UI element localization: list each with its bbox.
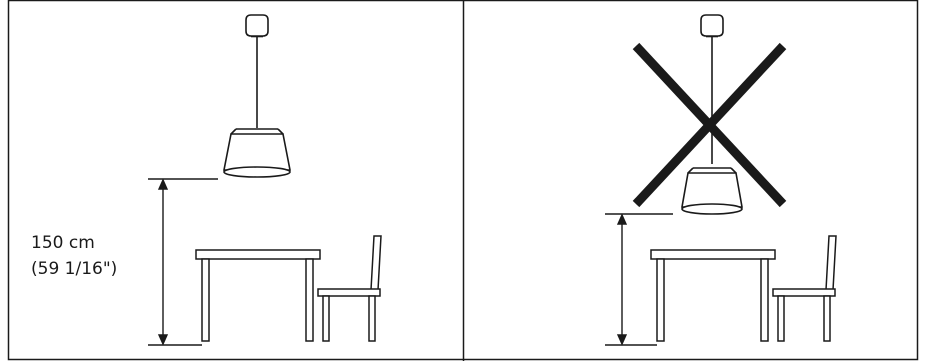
pendant-lamp: [223, 14, 291, 178]
chair-leg-left: [322, 295, 330, 342]
ceiling-canopy: [245, 14, 269, 37]
table-leg-left: [656, 258, 665, 342]
height-label-imperial: (59 1/16"): [31, 259, 117, 279]
table-leg-left: [201, 258, 210, 342]
height-dimension: [605, 213, 673, 346]
height-label-metric: 150 cm: [31, 233, 95, 253]
table-top: [195, 249, 321, 260]
chair-leg-right: [368, 295, 376, 342]
dimension-arrow-up: [157, 178, 169, 190]
dining-table: [195, 249, 321, 342]
dimension-arrow-down: [616, 334, 628, 346]
table-leg-right: [305, 258, 314, 342]
height-dimension: [148, 178, 218, 346]
table-top: [650, 249, 776, 260]
chair-seat: [317, 288, 381, 297]
chair-leg-left: [777, 295, 785, 342]
chair: [317, 235, 382, 342]
table-leg-right: [760, 258, 769, 342]
lamp-shade: [681, 172, 743, 208]
dimension-arrow-down: [157, 334, 169, 346]
chair-seat: [772, 288, 836, 297]
dimension-arrow-up: [616, 213, 628, 225]
panel-incorrect: [605, 14, 837, 346]
chair-back: [370, 235, 382, 291]
cross-out-mark: [632, 42, 787, 208]
lamp-shade: [223, 133, 291, 171]
chair-leg-right: [823, 295, 831, 342]
panel-correct: 150 cm (59 1/16"): [31, 14, 382, 346]
chair-back: [825, 235, 837, 291]
ceiling-canopy: [700, 14, 724, 37]
chair: [772, 235, 837, 342]
cross-stroke-2: [632, 42, 787, 208]
pendant-lamp: [681, 14, 743, 215]
dining-table: [650, 249, 776, 342]
